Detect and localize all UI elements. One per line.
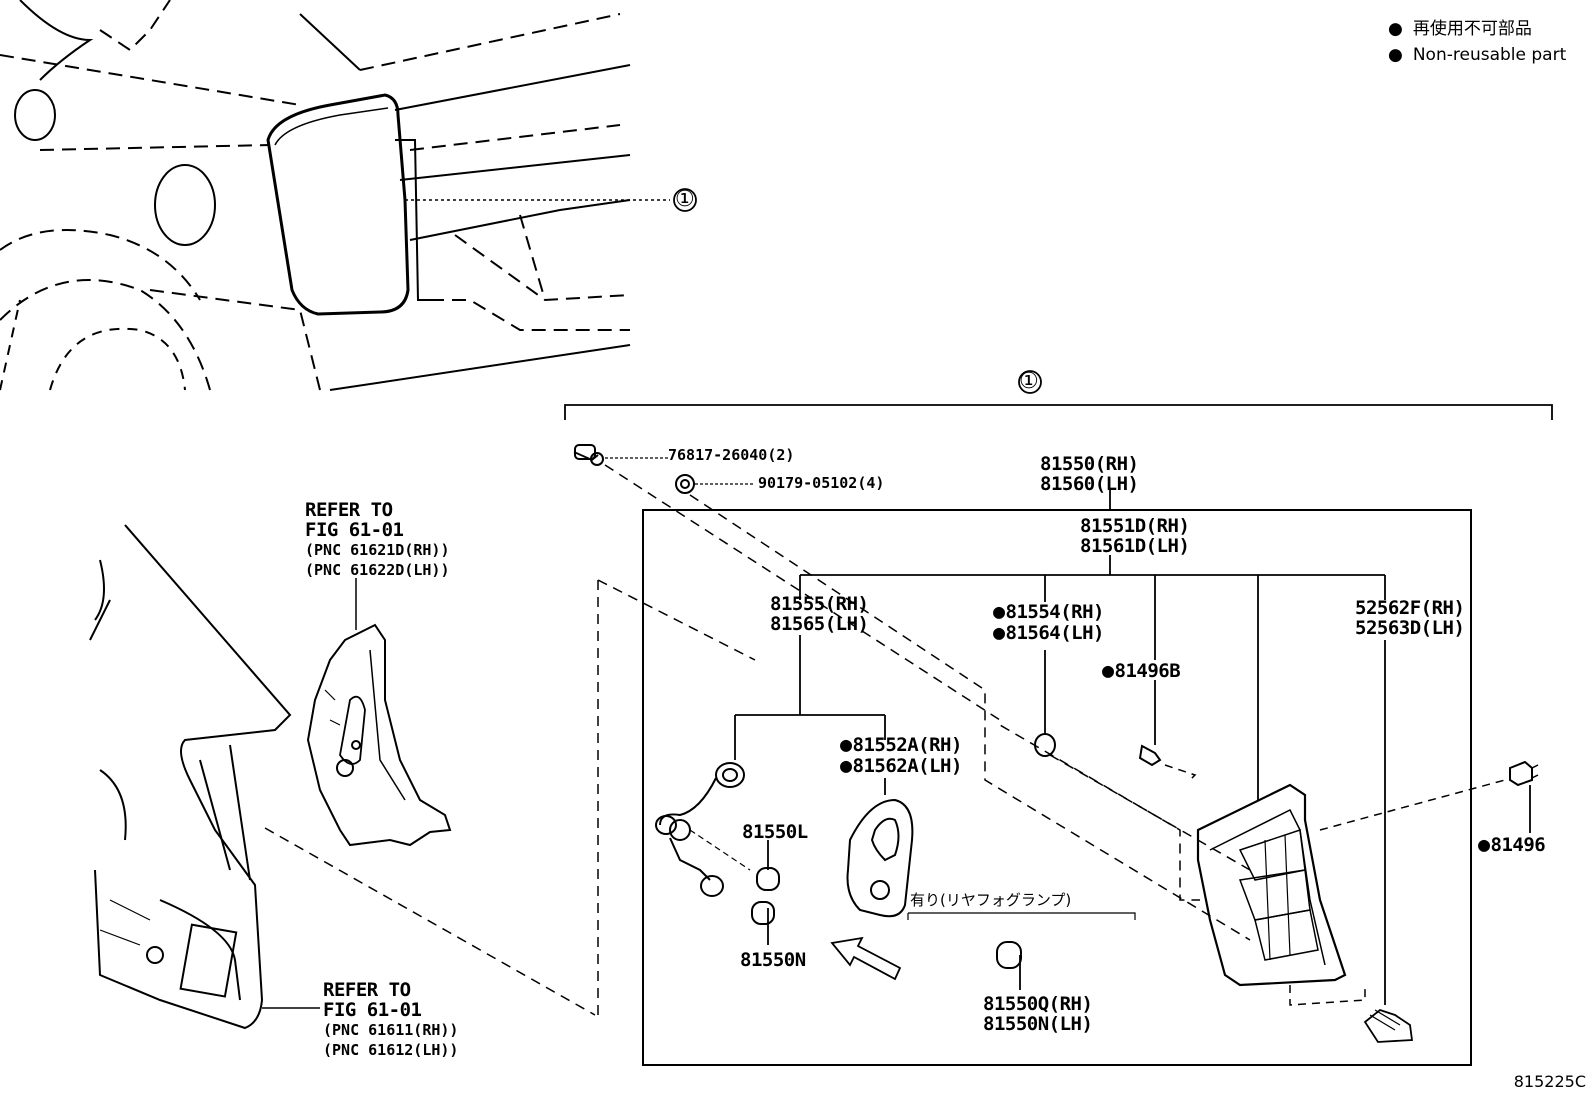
ref-lower-line4: (PNC 61612(LH)) [323,1041,459,1059]
leader-line [597,579,756,661]
socket-wiring [655,762,751,897]
label-packing-rh: 81552A(RH) [840,734,963,756]
body-panel-lower [89,524,320,1030]
callout-top: ① [675,187,695,212]
bulb-n [751,901,775,925]
callout-circle [1018,370,1042,394]
label-packing: 81552A(RH) 81562A(LH) [840,734,963,777]
gasket-lh-text: 81564(LH) [1005,622,1105,644]
label-clip: 81496 [1478,834,1546,856]
label-gasket-lh: 81564(LH) [993,622,1105,644]
label-packing-lh: 81562A(LH) [840,755,963,777]
label-gasket: 81554(RH) 81564(LH) [993,601,1105,644]
inner-bracket [306,578,452,847]
document-number: 815225C [1513,1072,1586,1091]
gasket-part [1034,733,1251,871]
label-socket-lh: 81565(LH) [770,613,869,635]
packing-lh-text: 81562A(LH) [852,755,963,777]
label-cushion-rh: 52562F(RH) [1355,597,1465,619]
fog-bulb [996,941,1022,969]
label-socket-rh: 81555(RH) [770,593,869,615]
label-lamp-assy-rh: 81550(RH) [1040,453,1139,475]
ref-upper-line4: (PNC 61622D(LH)) [305,561,450,579]
cushion-part [1363,1008,1414,1043]
legend: 再使用不可部品 Non-reusable part [1388,16,1566,68]
label-nut: 90179-05102(4) [758,474,885,492]
clip-part [1509,760,1539,787]
label-lens-body-lh: 81561D(LH) [1080,535,1190,557]
vehicle-rear-view [0,0,697,391]
callout-bracket: ① [1019,369,1039,394]
ref-upper-line1: REFER TO [305,499,393,521]
direction-arrow [830,936,902,981]
ref-lower-line1: REFER TO [323,979,411,1001]
bulb-l [756,867,780,891]
label-lamp-assy-lh: 81560(LH) [1040,473,1139,495]
label-lamp-assy: 81550(RH) 81560(LH) [1040,453,1139,495]
assembly-box [642,509,1472,1066]
label-gasket-rh: 81554(RH) [993,601,1105,623]
leader-line [264,827,596,1016]
packing-part [846,798,914,918]
label-cushion: 52562F(RH) 52563D(LH) [1355,597,1465,639]
ref-upper-line2: FIG 61-01 [305,519,404,541]
clip-b-text: 81496B [1114,660,1181,682]
label-lens-body: 81551D(RH) 81561D(LH) [1080,515,1190,557]
gasket-rh-text: 81554(RH) [1005,601,1105,623]
nut-part [675,474,1251,941]
assembly-bracket [564,404,1553,420]
tail-lamp-body [1196,779,1506,1006]
label-cushion-lh: 52563D(LH) [1355,617,1465,639]
label-fog-bulb-rh: 81550Q(RH) [983,993,1093,1015]
ref-upper: REFER TO FIG 61-01 (PNC 61621D(RH)) (PNC… [305,500,450,580]
label-clip-b: 81496B [1102,660,1181,682]
screw-part [573,444,1200,901]
label-fog-note: 有り(リヤフォグランプ) [910,891,1072,909]
label-socket: 81555(RH) 81565(LH) [770,593,869,635]
clip-text: 81496 [1490,834,1546,856]
ref-upper-line3: (PNC 61621D(RH)) [305,541,450,559]
ref-lower: REFER TO FIG 61-01 (PNC 61611(RH)) (PNC … [323,980,458,1060]
label-fog-bulb-lh: 81550N(LH) [983,1013,1093,1035]
clip-b-part [1138,744,1197,781]
label-bulb-n: 81550N [740,949,806,971]
legend-en: Non-reusable part [1388,42,1566,68]
legend-jp: 再使用不可部品 [1388,16,1566,42]
ref-lower-line3: (PNC 61611(RH)) [323,1021,459,1039]
packing-rh-text: 81552A(RH) [852,734,963,756]
label-lens-body-rh: 81551D(RH) [1080,515,1190,537]
label-bulb-l: 81550L [742,821,808,843]
label-screw: 76817-26040(2) [668,446,795,464]
label-fog-bulb: 81550Q(RH) 81550N(LH) [983,993,1093,1035]
ref-lower-line2: FIG 61-01 [323,999,422,1021]
